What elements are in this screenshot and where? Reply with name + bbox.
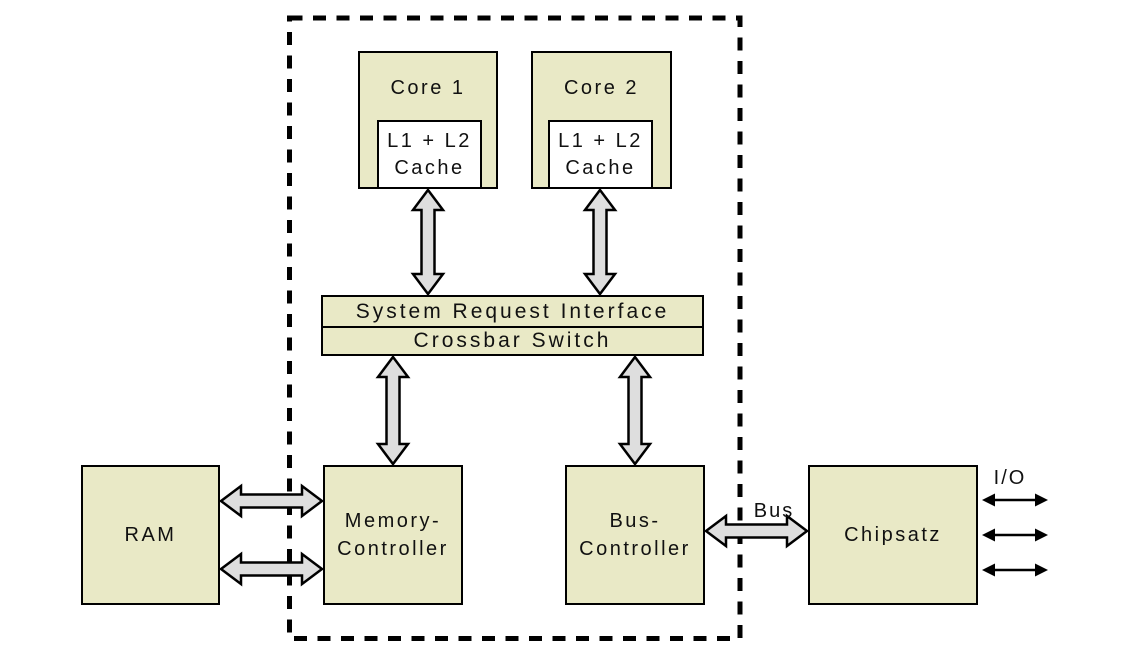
arrow-io-3-left-head [982, 563, 995, 577]
cache2-label-line2: Cache [565, 156, 636, 179]
arrow-io-2-left-head [982, 528, 995, 542]
arrow-crossbar-to-bus-controller [617, 354, 653, 467]
memory-controller-box: Memory- Controller [323, 465, 463, 605]
arrow-io-2 [982, 528, 1048, 542]
bus-controller-label-line2: Controller [579, 538, 691, 560]
bus-controller-box: Bus- Controller [565, 465, 705, 605]
system-request-interface-bar: System Request Interface [321, 295, 704, 328]
cache1-label-line2: Cache [394, 156, 465, 179]
arrow-ram-memory-controller-upper [218, 483, 325, 519]
arrow-ram-memory-controller-lower [218, 551, 325, 587]
io-label: I/O [993, 467, 1027, 489]
bus-label: Bus [753, 500, 795, 522]
chipset-box: Chipsatz [808, 465, 978, 605]
cache1-box: L1 + L2 Cache [377, 120, 482, 189]
cache1-label-line1: L1 + L2 [387, 129, 472, 152]
cache2-box: L1 + L2 Cache [548, 120, 653, 189]
arrow-crossbar-to-memory-controller [375, 354, 411, 467]
ram-label: RAM [124, 524, 177, 546]
arrow-io-1-left-head [982, 493, 995, 507]
arrow-io-1 [982, 493, 1048, 507]
memory-controller-label-line2: Controller [337, 538, 449, 560]
ram-box: RAM [81, 465, 220, 605]
arrow-cache1-to-sri [410, 187, 446, 297]
arrow-io-3 [982, 563, 1048, 577]
crossbar-switch-label: Crossbar Switch [413, 329, 612, 352]
core1-label: Core 1 [390, 77, 466, 99]
memory-controller-label-line1: Memory- [344, 510, 442, 532]
core2-label: Core 2 [563, 77, 640, 99]
arrow-io-1-right-head [1035, 493, 1048, 507]
bus-controller-label-line1: Bus- [609, 510, 661, 532]
system-request-interface-label: System Request Interface [355, 299, 670, 323]
crossbar-switch-bar: Crossbar Switch [321, 328, 704, 356]
cache2-label-line1: L1 + L2 [558, 129, 643, 152]
chipset-label: Chipsatz [844, 524, 942, 546]
arrow-io-2-right-head [1035, 528, 1048, 542]
arrow-io-3-right-head [1035, 563, 1048, 577]
arrow-cache2-to-sri [582, 187, 618, 297]
